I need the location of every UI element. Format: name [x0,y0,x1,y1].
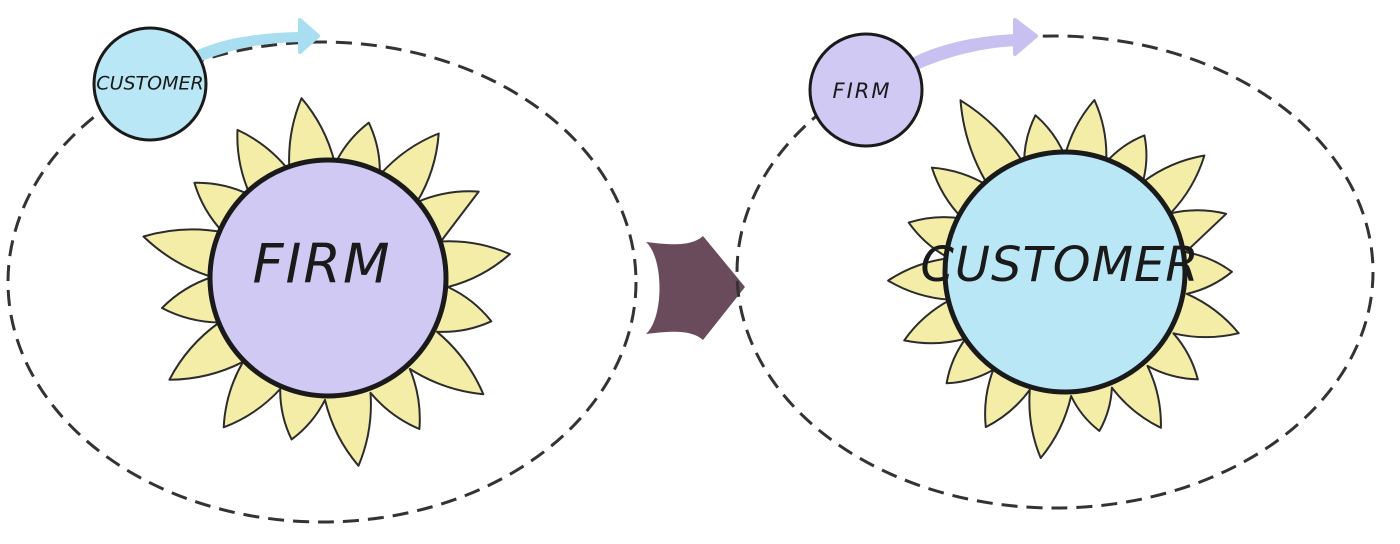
left-customer-moon [92,26,208,142]
right-orbit-path [735,34,1375,510]
transition-arrow [646,236,745,340]
right-firm-moon [808,32,924,148]
left-firm-core [207,157,449,399]
right-motion-arrow [910,18,1038,70]
right-center-label: CUSTOMER [920,237,1199,293]
after-system: CUSTOMER FIRM [735,18,1375,510]
left-center-label: FIRM [252,233,391,296]
left-orbiting-label: CUSTOMER [96,73,203,95]
left-motion-arrow [184,18,320,66]
before-system: FIRM CUSTOMER [6,18,638,524]
left-orbit-path [6,40,638,524]
right-customer-core [942,149,1188,395]
right-orbiting-label: FIRM [833,79,892,103]
